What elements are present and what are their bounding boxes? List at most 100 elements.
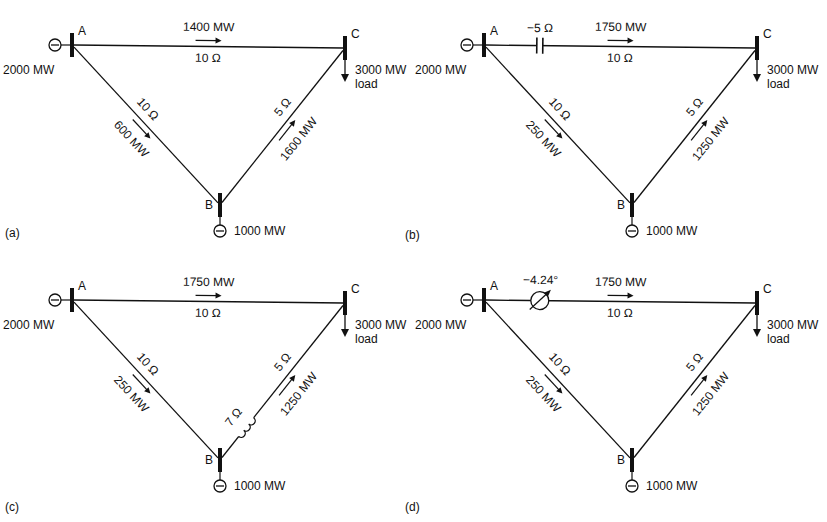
generation-label: 1000 MW [233,224,286,238]
load-arrow [753,329,761,337]
transmission-line [486,302,630,458]
bus-bar: A [482,288,486,312]
generator-mark [463,299,471,300]
generator-circle [49,39,61,51]
bus-bar: C [343,36,347,60]
generator-lead [219,217,220,225]
generator-lead [631,472,632,480]
load-label: 3000 MW load [766,318,826,346]
phase-shifter-arrowhead [544,290,551,297]
generator-mark [51,299,59,300]
load-arrow [753,74,761,82]
flow-arrow-head [144,132,152,140]
transmission-line [74,45,343,48]
flow-arrow-head [289,118,297,126]
impedance-label: 10 Ω [133,94,162,124]
power-flow-label: 1750 MW [594,274,648,289]
bus-name: A [490,279,498,293]
bus-name: B [205,453,213,467]
impedance-label: 10 Ω [606,306,634,320]
flow-arrow-head [701,118,709,126]
power-flow-label: 1600 MW [276,114,320,164]
bus-bar: B [630,448,634,472]
flow-arrow-head [556,132,564,140]
flow-arrow-shaft [608,40,630,41]
panel-tag: (c) [4,500,20,514]
generator-symbol [49,39,61,51]
flow-arrow-head [628,38,634,44]
bus-name: A [78,279,86,293]
load-arrow [341,74,349,82]
flow-arrow-head [701,373,709,381]
generator-lead [61,44,70,45]
transmission-line [74,300,343,303]
flow-arrow-shaft [196,295,218,296]
flow-arrow-shaft [196,40,218,41]
bus-name: B [617,198,625,212]
generator-mark [463,44,471,45]
generator-circle [626,225,638,237]
power-flow-label: 1250 MW [688,114,732,164]
bus-bar: A [70,33,74,57]
transmission-line [634,51,755,203]
flow-arrow-shaft [608,295,630,296]
panel-tag: (b) [404,228,421,242]
generator-symbol [626,225,638,237]
bus-name: A [78,24,86,38]
generator-lead [61,299,70,300]
bus-bar: B [630,193,634,217]
generator-symbol [214,225,226,237]
compensation-label: 7 Ω [222,405,246,430]
power-flow-label: 1250 MW [688,369,732,419]
generator-circle [49,294,61,306]
bus-bar: B [218,448,222,472]
capacitor-plate [542,38,544,54]
power-flow-label: 1250 MW [276,369,320,419]
bus-bar: C [755,36,759,60]
power-flow-label: 600 MW [110,117,152,161]
flow-arrow-head [289,373,297,381]
generation-label: 2000 MW [414,318,467,332]
load-lead [344,315,345,331]
bus-name: C [351,282,360,296]
bus-bar: A [482,33,486,57]
load-label: 3000 MW load [766,63,826,91]
impedance-label: 10 Ω [194,51,222,65]
load-label: 3000 MW load [354,318,414,346]
generation-label: 1000 MW [645,479,698,493]
generator-circle [461,294,473,306]
line-group [74,45,755,458]
power-flow-label: 1400 MW [182,19,236,34]
generator-mark [216,230,224,231]
phase-shifter [530,290,551,310]
panel-tag: (a) [4,226,21,240]
flow-arrow [608,292,634,298]
generator-mark [51,44,59,45]
compensation-label: −5 Ω [526,20,554,34]
generator-mark [628,485,636,486]
load-arrow [341,329,349,337]
bus-name: C [351,27,360,41]
series-capacitor [537,38,543,54]
generation-label: 2000 MW [2,63,55,77]
impedance-label: 10 Ω [545,94,574,124]
transmission-line [486,300,755,303]
power-flow-label: 1750 MW [594,19,648,34]
generator-symbol [461,294,473,306]
generator-symbol [461,39,473,51]
load-lead [344,60,345,76]
impedance-label: 10 Ω [545,349,574,379]
power-flow-label: 250 MW [522,372,564,416]
load-lead [756,315,757,331]
generator-mark [216,485,224,486]
generator-lead [473,299,482,300]
power-flow-label: 250 MW [522,117,564,161]
bus-bar: C [343,291,347,315]
generator-circle [214,225,226,237]
flow-arrow-head [628,293,634,299]
capacitor-gap [537,43,543,49]
generator-circle [626,480,638,492]
phase-shifter-arrow [530,293,548,310]
generator-circle [461,39,473,51]
